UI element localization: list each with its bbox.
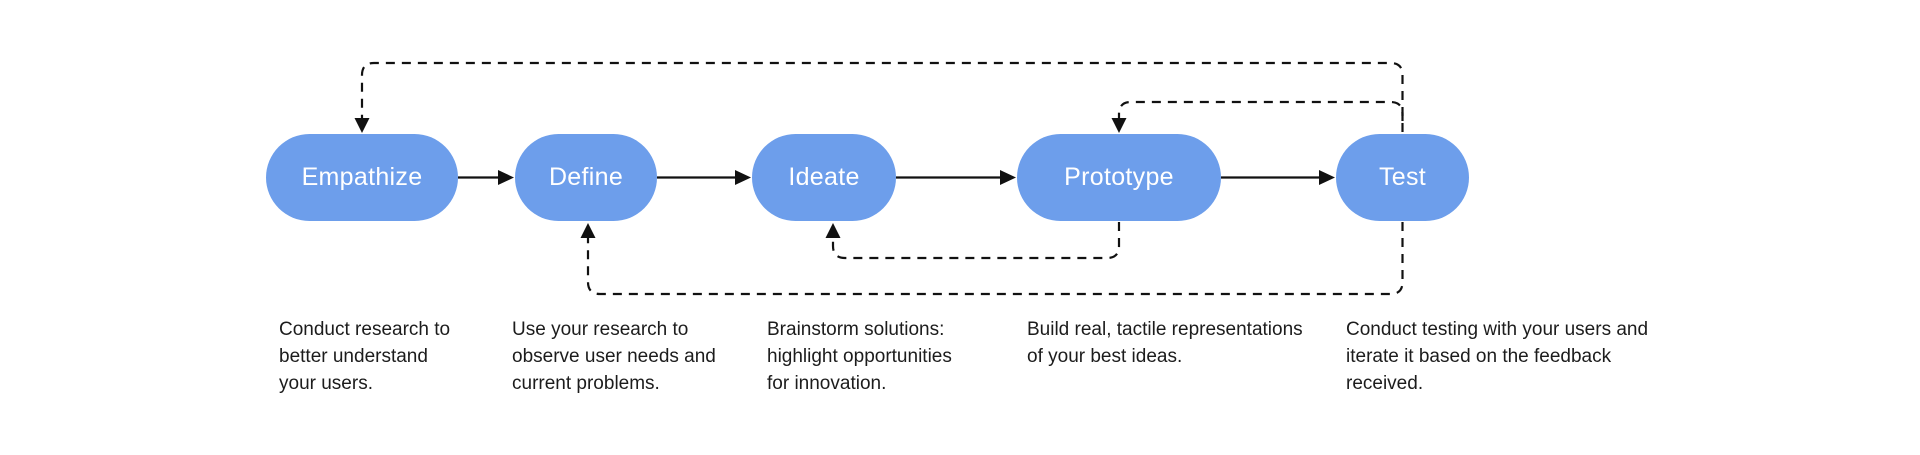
stage-label-prototype: Prototype — [1064, 163, 1174, 191]
stage-pill-test: Test — [1336, 134, 1469, 221]
flow-arrow-empathize-define — [458, 170, 514, 185]
arrowhead-up-icon — [580, 223, 596, 238]
feedback-arrow-test-empathize — [354, 61, 1404, 133]
stage-pill-define: Define — [515, 134, 657, 221]
arrowhead-right-icon — [498, 170, 514, 185]
stage-label-ideate: Ideate — [788, 163, 860, 191]
stage-label-empathize: Empathize — [301, 163, 423, 191]
flow-arrow-prototype-test — [1221, 170, 1335, 185]
stage-label-test: Test — [1378, 163, 1427, 191]
flow-arrow-define-ideate — [657, 170, 751, 185]
stage-description-empathize: Conduct research to better understand yo… — [279, 319, 451, 394]
arrowhead-down-icon — [1111, 118, 1127, 133]
stage-pill-empathize: Empathize — [266, 134, 458, 221]
stage-description-define: Use your research to observe user needs … — [512, 319, 716, 394]
stage-description-test: Conduct testing with your users and iter… — [1346, 319, 1649, 394]
stage-label-define: Define — [548, 163, 624, 191]
arrowhead-right-icon — [1000, 170, 1016, 185]
feedback-arrow-prototype-ideate — [825, 222, 1121, 260]
arrowhead-up-icon — [825, 223, 841, 238]
stage-description-prototype: Build real, tactile representations of y… — [1027, 319, 1303, 367]
feedback-arrow-test-prototype — [1111, 100, 1404, 133]
stage-pill-ideate: Ideate — [752, 134, 896, 221]
arrowhead-down-icon — [354, 118, 370, 133]
feedback-arrow-test-define — [580, 222, 1404, 296]
flow-arrow-ideate-prototype — [896, 170, 1016, 185]
stage-description-ideate: Brainstorm solutions: highlight opportun… — [767, 319, 952, 394]
stage-pill-prototype: Prototype — [1017, 134, 1221, 221]
arrowhead-right-icon — [735, 170, 751, 185]
arrowhead-right-icon — [1319, 170, 1335, 185]
